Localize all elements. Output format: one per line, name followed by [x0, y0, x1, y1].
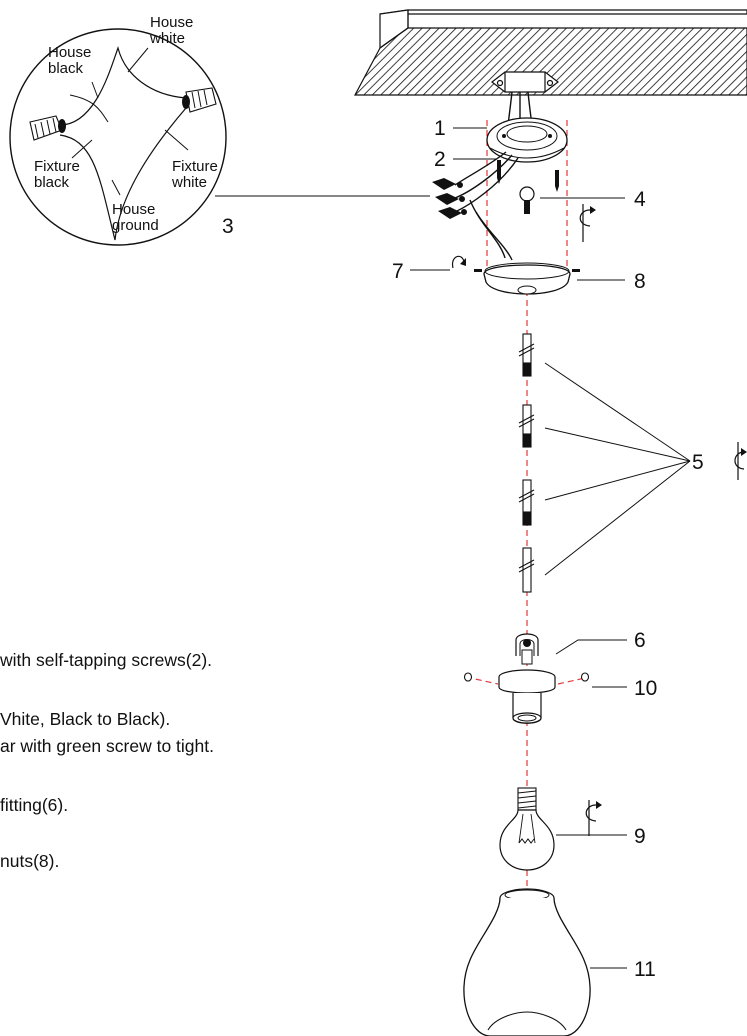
callout-numbers: 1 2 3 4 5 6 7 8 9 10 11	[222, 117, 704, 981]
rotation-arrow-9	[585, 800, 602, 836]
label-fixture-black: Fixture black	[34, 158, 84, 191]
instruction-line-2: Vhite, Black to Black).	[0, 709, 171, 729]
callout-1: 1	[434, 117, 446, 140]
canopy	[483, 262, 571, 295]
callout-10: 10	[634, 677, 657, 700]
light-bulb	[499, 787, 555, 871]
rotation-arrow-5	[734, 442, 747, 480]
rod-2	[518, 404, 535, 448]
socket-holder	[498, 633, 556, 724]
callout-3: 3	[222, 215, 234, 238]
mounting-plate	[486, 117, 568, 163]
instruction-line-4: fitting(6).	[0, 795, 69, 815]
label-house-white: House white	[149, 14, 198, 47]
instruction-line-3: ar with green screw to tight.	[0, 736, 214, 756]
rotation-arrow-4	[579, 204, 596, 242]
instruction-line-5: nuts(8).	[0, 851, 60, 871]
shade-screws	[463, 672, 590, 682]
callout-5: 5	[692, 451, 704, 474]
callout-11: 11	[634, 958, 656, 981]
rotation-arrow-7	[451, 255, 466, 269]
canopy-screws	[474, 269, 580, 272]
center-nipple	[519, 186, 535, 214]
fixture-wires	[454, 151, 519, 261]
extension-rods	[518, 333, 535, 593]
label-house-ground: House ground	[112, 201, 160, 234]
label-fixture-white: Fixture white	[171, 158, 222, 191]
rod-1	[518, 333, 535, 377]
wire-connectors	[432, 178, 467, 219]
callout-8: 8	[634, 270, 646, 293]
callout-6: 6	[634, 629, 646, 652]
instruction-line-1: with self-tapping screws(2).	[0, 650, 213, 670]
callout-7: 7	[392, 260, 404, 283]
wire-nut-right-icon	[182, 87, 217, 113]
callout-2: 2	[434, 148, 446, 171]
glass-shade	[463, 888, 591, 1036]
callout-4: 4	[634, 188, 646, 211]
rod-leader-lines	[544, 362, 691, 576]
wire-nut-left-icon	[29, 115, 66, 141]
callout-leaders	[215, 127, 627, 969]
wiring-detail-inset: House black House white Fixture black Fi…	[9, 14, 227, 246]
rod-3	[518, 479, 535, 526]
ceiling	[354, 9, 747, 96]
rod-4	[518, 547, 535, 593]
label-house-black: House black	[48, 44, 96, 77]
callout-9: 9	[634, 825, 646, 848]
junction-box	[491, 71, 559, 93]
